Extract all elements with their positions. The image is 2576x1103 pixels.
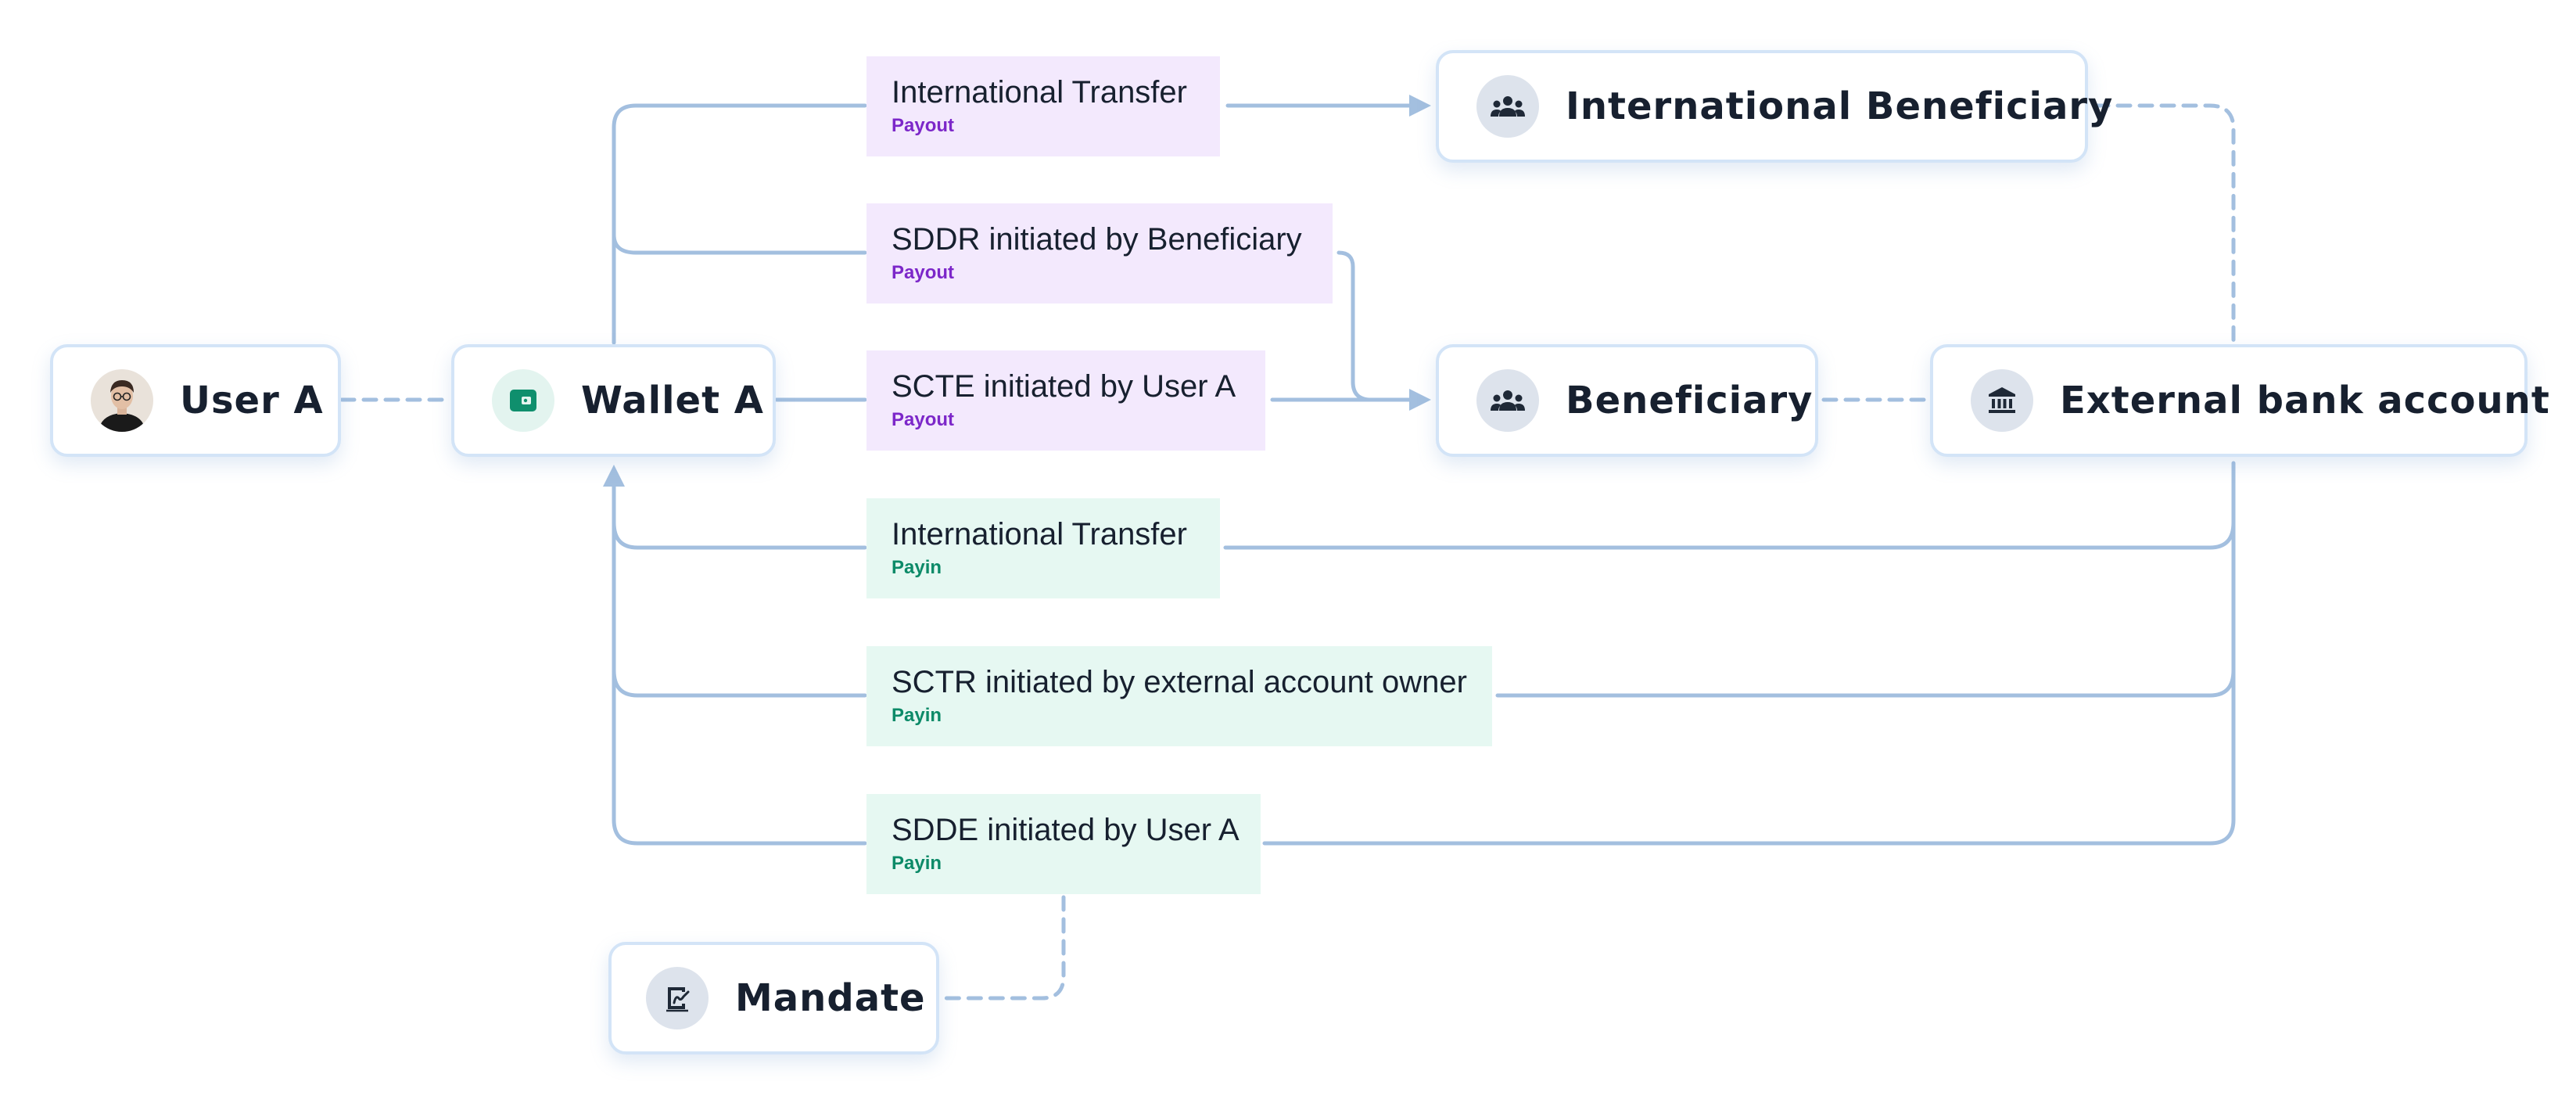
- flow-title: International Transfer: [892, 517, 1187, 552]
- wallet-node[interactable]: Wallet A: [451, 344, 776, 457]
- flow-scte[interactable]: SCTE initiated by User A Payout: [866, 350, 1265, 451]
- sctr-line-out: [1495, 668, 2236, 698]
- wallet-return-trunk: [612, 483, 867, 846]
- flow-sctr[interactable]: SCTR initiated by external account owner…: [866, 646, 1492, 746]
- sdde-mandate-link: [944, 895, 1066, 1001]
- flow-type: Payout: [892, 262, 955, 283]
- beneficiary-node[interactable]: Beneficiary: [1436, 344, 1818, 457]
- external-bank-label: External bank account: [2060, 379, 2550, 422]
- flow-title: SCTE initiated by User A: [892, 369, 1236, 404]
- flow-intl-transfer-payout[interactable]: International Transfer Payout: [866, 56, 1220, 156]
- flow-intl-transfer-payin[interactable]: International Transfer Payin: [866, 498, 1220, 598]
- flow-type: Payin: [892, 853, 942, 874]
- flow-type: Payin: [892, 557, 942, 578]
- flow-title: International Transfer: [892, 75, 1187, 110]
- intl-beneficiary-node[interactable]: International Beneficiary: [1436, 50, 2112, 163]
- flow-title: SCTR initiated by external account owner: [892, 665, 1467, 699]
- mandate-node[interactable]: Mandate: [608, 942, 939, 1054]
- flow-title: SDDE initiated by User A: [892, 813, 1240, 847]
- flow-type: Payout: [892, 115, 955, 136]
- sddr-line-out: [1336, 250, 1415, 402]
- user-avatar: [91, 369, 153, 432]
- flow-sdde[interactable]: SDDE initiated by User A Payin: [866, 794, 1261, 894]
- wallet-icon: [492, 369, 554, 432]
- user-label: User A: [180, 379, 324, 422]
- sddr-line-in: [612, 232, 867, 255]
- intl-transfer-payin-line-in: [612, 520, 867, 550]
- sctr-line-in: [612, 668, 867, 698]
- flow-title: SDDR initiated by Beneficiary: [892, 222, 1302, 257]
- people-icon: [1476, 369, 1539, 432]
- intl-beneficiary-bank-link: [2093, 103, 2236, 345]
- intl-transfer-payin-line-out: [1223, 520, 2236, 550]
- mandate-signature-icon: [646, 967, 709, 1029]
- mandate-label: Mandate: [735, 976, 926, 1020]
- intl-transfer-payout-line-in: [612, 103, 867, 345]
- wallet-label: Wallet A: [581, 379, 764, 422]
- bank-trunk: [1262, 461, 2236, 846]
- external-bank-node[interactable]: External bank account: [1930, 344, 2549, 457]
- beneficiary-label: Beneficiary: [1566, 379, 1814, 422]
- flow-type: Payin: [892, 705, 942, 726]
- people-icon: [1476, 75, 1539, 138]
- arrowhead-beneficiary: [1409, 389, 1431, 411]
- arrowhead-wallet: [603, 465, 625, 487]
- arrowhead-intl-beneficiary: [1409, 95, 1431, 117]
- flow-type: Payout: [892, 409, 955, 430]
- user-node[interactable]: User A: [50, 344, 341, 457]
- bank-icon: [1971, 369, 2033, 432]
- intl-beneficiary-label: International Beneficiary: [1566, 84, 2114, 128]
- flow-sddr[interactable]: SDDR initiated by Beneficiary Payout: [866, 203, 1333, 304]
